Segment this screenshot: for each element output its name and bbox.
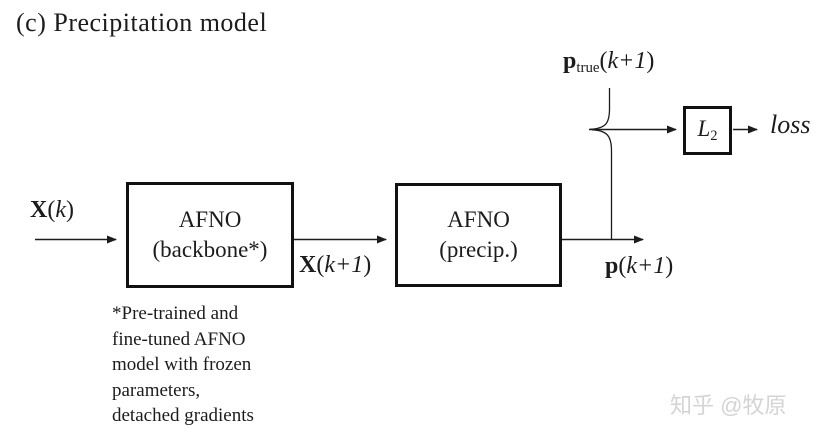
input-label: X(k)	[30, 197, 74, 223]
footnote-line: model with frozen	[112, 354, 252, 375]
footnote: *Pre-trained and fine-tuned AFNO model w…	[112, 301, 254, 429]
output-label: p(k+1)	[605, 253, 674, 279]
intermediate-label: X(k+1)	[299, 252, 372, 278]
afno-backbone-line2: (backbone*)	[152, 237, 268, 262]
l2-symbol: L2	[697, 116, 718, 144]
afno-precip-line1: AFNO	[447, 207, 510, 232]
footnote-line: detached gradients	[112, 405, 254, 426]
prediction-branch-wire	[591, 129, 613, 240]
footnote-line: fine-tuned AFNO	[112, 328, 246, 350]
footnote-line: parameters,	[112, 379, 201, 401]
figure-title: (c) Precipitation model	[16, 8, 268, 37]
zhihu-watermark: 知乎 @牧原	[670, 393, 787, 418]
ptrue-label: ptrue(k+1)	[563, 48, 655, 77]
afno-backbone-box: AFNO (backbone*)	[126, 182, 294, 288]
loss-label: loss	[770, 110, 811, 139]
ptrue-wire	[589, 88, 611, 130]
footnote-line: *Pre-trained and	[112, 303, 239, 324]
afno-precip-line2: (precip.)	[439, 237, 518, 262]
l2-loss-box: L2	[683, 106, 732, 155]
afno-precip-box: AFNO (precip.)	[395, 183, 562, 287]
afno-backbone-line1: AFNO	[178, 207, 242, 232]
